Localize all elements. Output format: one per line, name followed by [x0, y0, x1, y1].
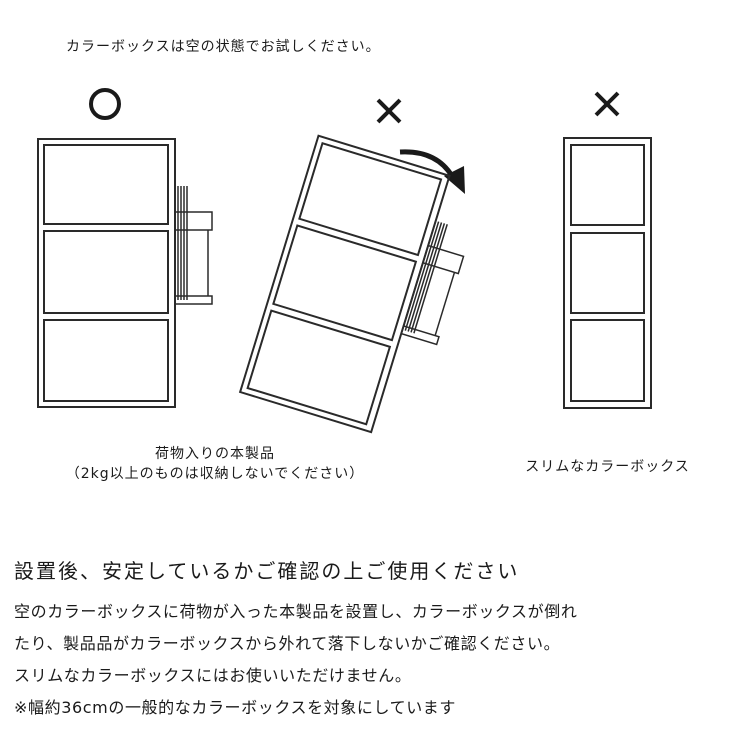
body-line: ※幅約36cmの一般的なカラーボックスを対象にしています: [14, 698, 456, 717]
body-line: スリムなカラーボックスにはお使いいただけません。: [14, 666, 412, 685]
section-heading: 設置後、安定しているかご確認の上ご使用ください: [14, 559, 520, 583]
slim-colorbox-illustration: [563, 137, 652, 409]
body-line: 空のカラーボックスに荷物が入った本製品を設置し、カラーボックスが倒れ: [14, 602, 578, 621]
product-rack: [174, 186, 213, 305]
ok-circle-icon: [89, 88, 121, 120]
ok-caption-line-1: 荷物入りの本製品: [155, 446, 275, 462]
ok-caption-line-2: （2kg以上のものは収納しないでください）: [65, 466, 365, 482]
tilted-colorbox-illustration: [238, 134, 465, 434]
ng-cross-icon: [376, 98, 402, 124]
intro-note: カラーボックスは空の状態でお試しください。: [66, 39, 381, 55]
body-line: たり、製品品がカラーボックスから外れて落下しないかご確認ください。: [14, 634, 561, 653]
ok-colorbox-illustration: [37, 138, 213, 408]
slim-colorbox-caption: スリムなカラーボックス: [525, 459, 690, 475]
ng-cross-icon: [594, 91, 620, 117]
tipping-arrow-icon: [399, 149, 465, 194]
installation-diagram: [37, 88, 652, 434]
